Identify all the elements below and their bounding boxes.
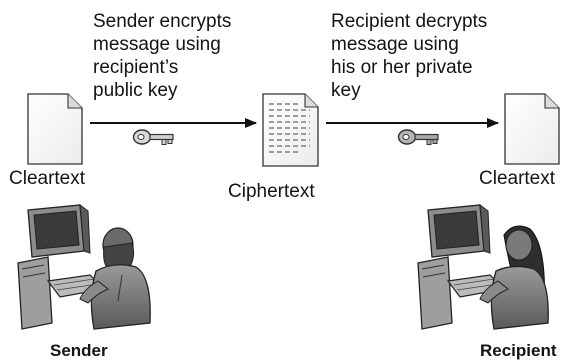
- encrypt-caption-line: message using: [93, 34, 221, 55]
- sender-label: Sender: [50, 341, 108, 360]
- public-key-icon: [132, 129, 174, 145]
- computer-user-icon: [17, 203, 151, 330]
- decrypt-caption-line: his or her private: [331, 57, 473, 78]
- document-icon: [27, 93, 83, 165]
- cleartext-label-left: Cleartext: [9, 168, 86, 189]
- decrypt-caption-line: Recipient decrypts: [331, 11, 488, 32]
- encrypt-caption-line: recipient’s: [93, 57, 179, 78]
- decrypt-caption: Recipient decrypts message using his or …: [331, 10, 487, 102]
- decrypt-caption-line: key: [331, 80, 361, 101]
- cleartext-label-right: Cleartext: [479, 168, 556, 189]
- encrypt-caption-line: public key: [93, 80, 178, 101]
- recipient-label: Recipient: [480, 341, 557, 360]
- ciphertext-document-icon: [262, 93, 319, 167]
- ciphertext-label: Ciphertext: [228, 181, 315, 202]
- encrypt-caption: Sender encrypts message using recipient’…: [93, 10, 231, 102]
- encrypt-caption-line: Sender encrypts: [93, 11, 232, 32]
- decrypt-caption-line: message using: [331, 34, 459, 55]
- private-key-icon: [397, 129, 439, 145]
- document-icon: [504, 93, 560, 165]
- computer-user-icon: [417, 203, 549, 330]
